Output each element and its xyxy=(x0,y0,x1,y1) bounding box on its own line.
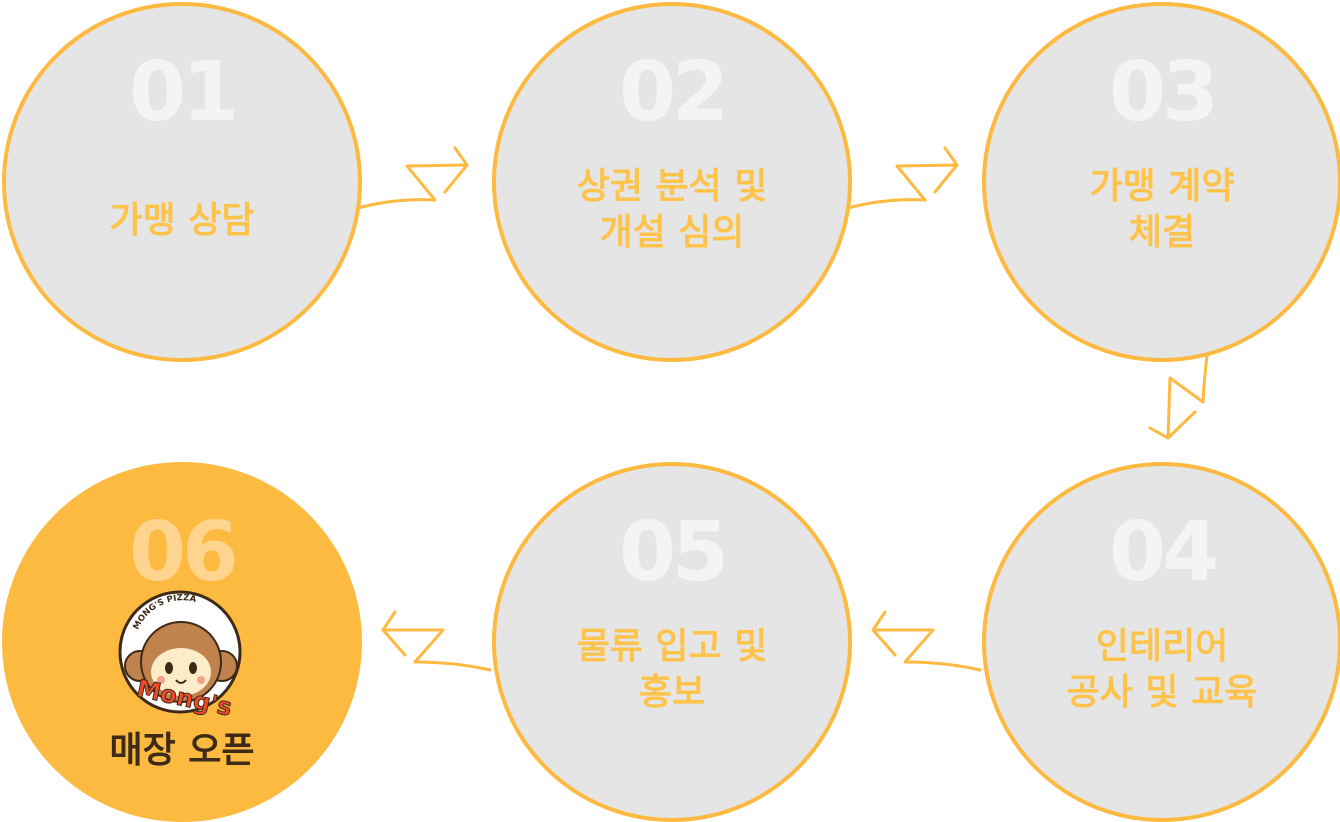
step-02: 02 상권 분석 및 개설 심의 xyxy=(492,2,852,362)
step-04: 04 인테리어 공사 및 교육 xyxy=(982,462,1340,822)
step-number: 04 xyxy=(1108,505,1219,600)
step-03: 03 가맹 계약 체결 xyxy=(982,2,1340,362)
step-title: 가맹 상담 xyxy=(109,200,255,241)
arrow-right-icon xyxy=(356,146,469,210)
step-title: 인테리어 공사 및 교육 xyxy=(1066,626,1258,713)
step-number: 02 xyxy=(618,45,729,140)
step-number: 01 xyxy=(128,45,239,140)
arrow-left-icon xyxy=(381,610,492,672)
step-number: 03 xyxy=(1108,45,1219,140)
step-05: 05 물류 입고 및 홍보 xyxy=(492,462,852,822)
step-number: 06 xyxy=(128,505,239,600)
step-title: 가맹 계약 체결 xyxy=(1089,166,1235,253)
step-title: 상권 분석 및 개설 심의 xyxy=(576,166,768,253)
step-number: 05 xyxy=(618,505,729,600)
step-06: 06 Mong's MONG'S PIZZA 매장 오픈 xyxy=(2,462,362,822)
arrow-right-icon xyxy=(846,146,959,210)
step-01: 01 가맹 상담 xyxy=(2,2,362,362)
mongs-pizza-logo: Mong's MONG'S PIZZA xyxy=(118,590,242,720)
step-title: 매장 오픈 xyxy=(109,730,255,771)
step-title: 물류 입고 및 홍보 xyxy=(576,626,768,713)
arrow-left-icon xyxy=(871,610,982,672)
